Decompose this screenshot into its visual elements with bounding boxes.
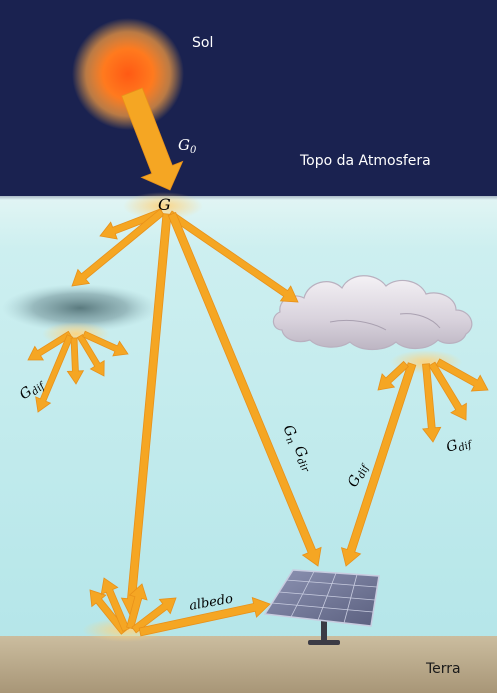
haze-patch	[2, 284, 158, 332]
arrow-cloud-diffuse-4	[377, 360, 409, 391]
earth-label: Terra	[425, 661, 461, 677]
arrow-cloud-diffuse-2	[428, 361, 467, 421]
g-label: G	[158, 195, 171, 214]
arrow-ground-right	[131, 597, 177, 634]
arrow-haze-diffuse-4	[76, 333, 105, 377]
arrow-g-to-cloud	[167, 210, 299, 303]
arrow-g-to-left	[71, 208, 165, 287]
sun-label: Sol	[192, 35, 213, 51]
arrow-haze-diffuse-2	[35, 334, 74, 413]
top-of-atmosphere-label: Topo da Atmosfera	[299, 153, 431, 169]
arrow-cloud-to-panel	[340, 362, 417, 567]
arrow-ground-up	[126, 583, 148, 630]
arrow-ground-up-left	[100, 577, 130, 632]
arrow-albedo-to-panel	[138, 596, 271, 637]
solar-panel	[263, 569, 380, 645]
arrow-cloud-diffuse-1	[422, 363, 442, 443]
arrow-cloud-diffuse-3	[435, 358, 489, 392]
arrow-haze-diffuse-3	[66, 337, 85, 385]
arrow-ground-left	[89, 589, 128, 635]
cloud	[272, 275, 473, 351]
g0-label: G0	[178, 136, 197, 156]
arrow-haze-diffuse-5	[82, 330, 129, 357]
arrow-g0-incoming	[121, 87, 184, 191]
ground-band	[0, 636, 497, 693]
atmosphere-band	[0, 180, 497, 640]
sun	[72, 18, 184, 130]
arrow-g-direct-to-panel	[167, 211, 322, 567]
space-fade	[0, 186, 497, 200]
radiation-arrows	[27, 87, 489, 637]
glow-g	[123, 192, 203, 220]
